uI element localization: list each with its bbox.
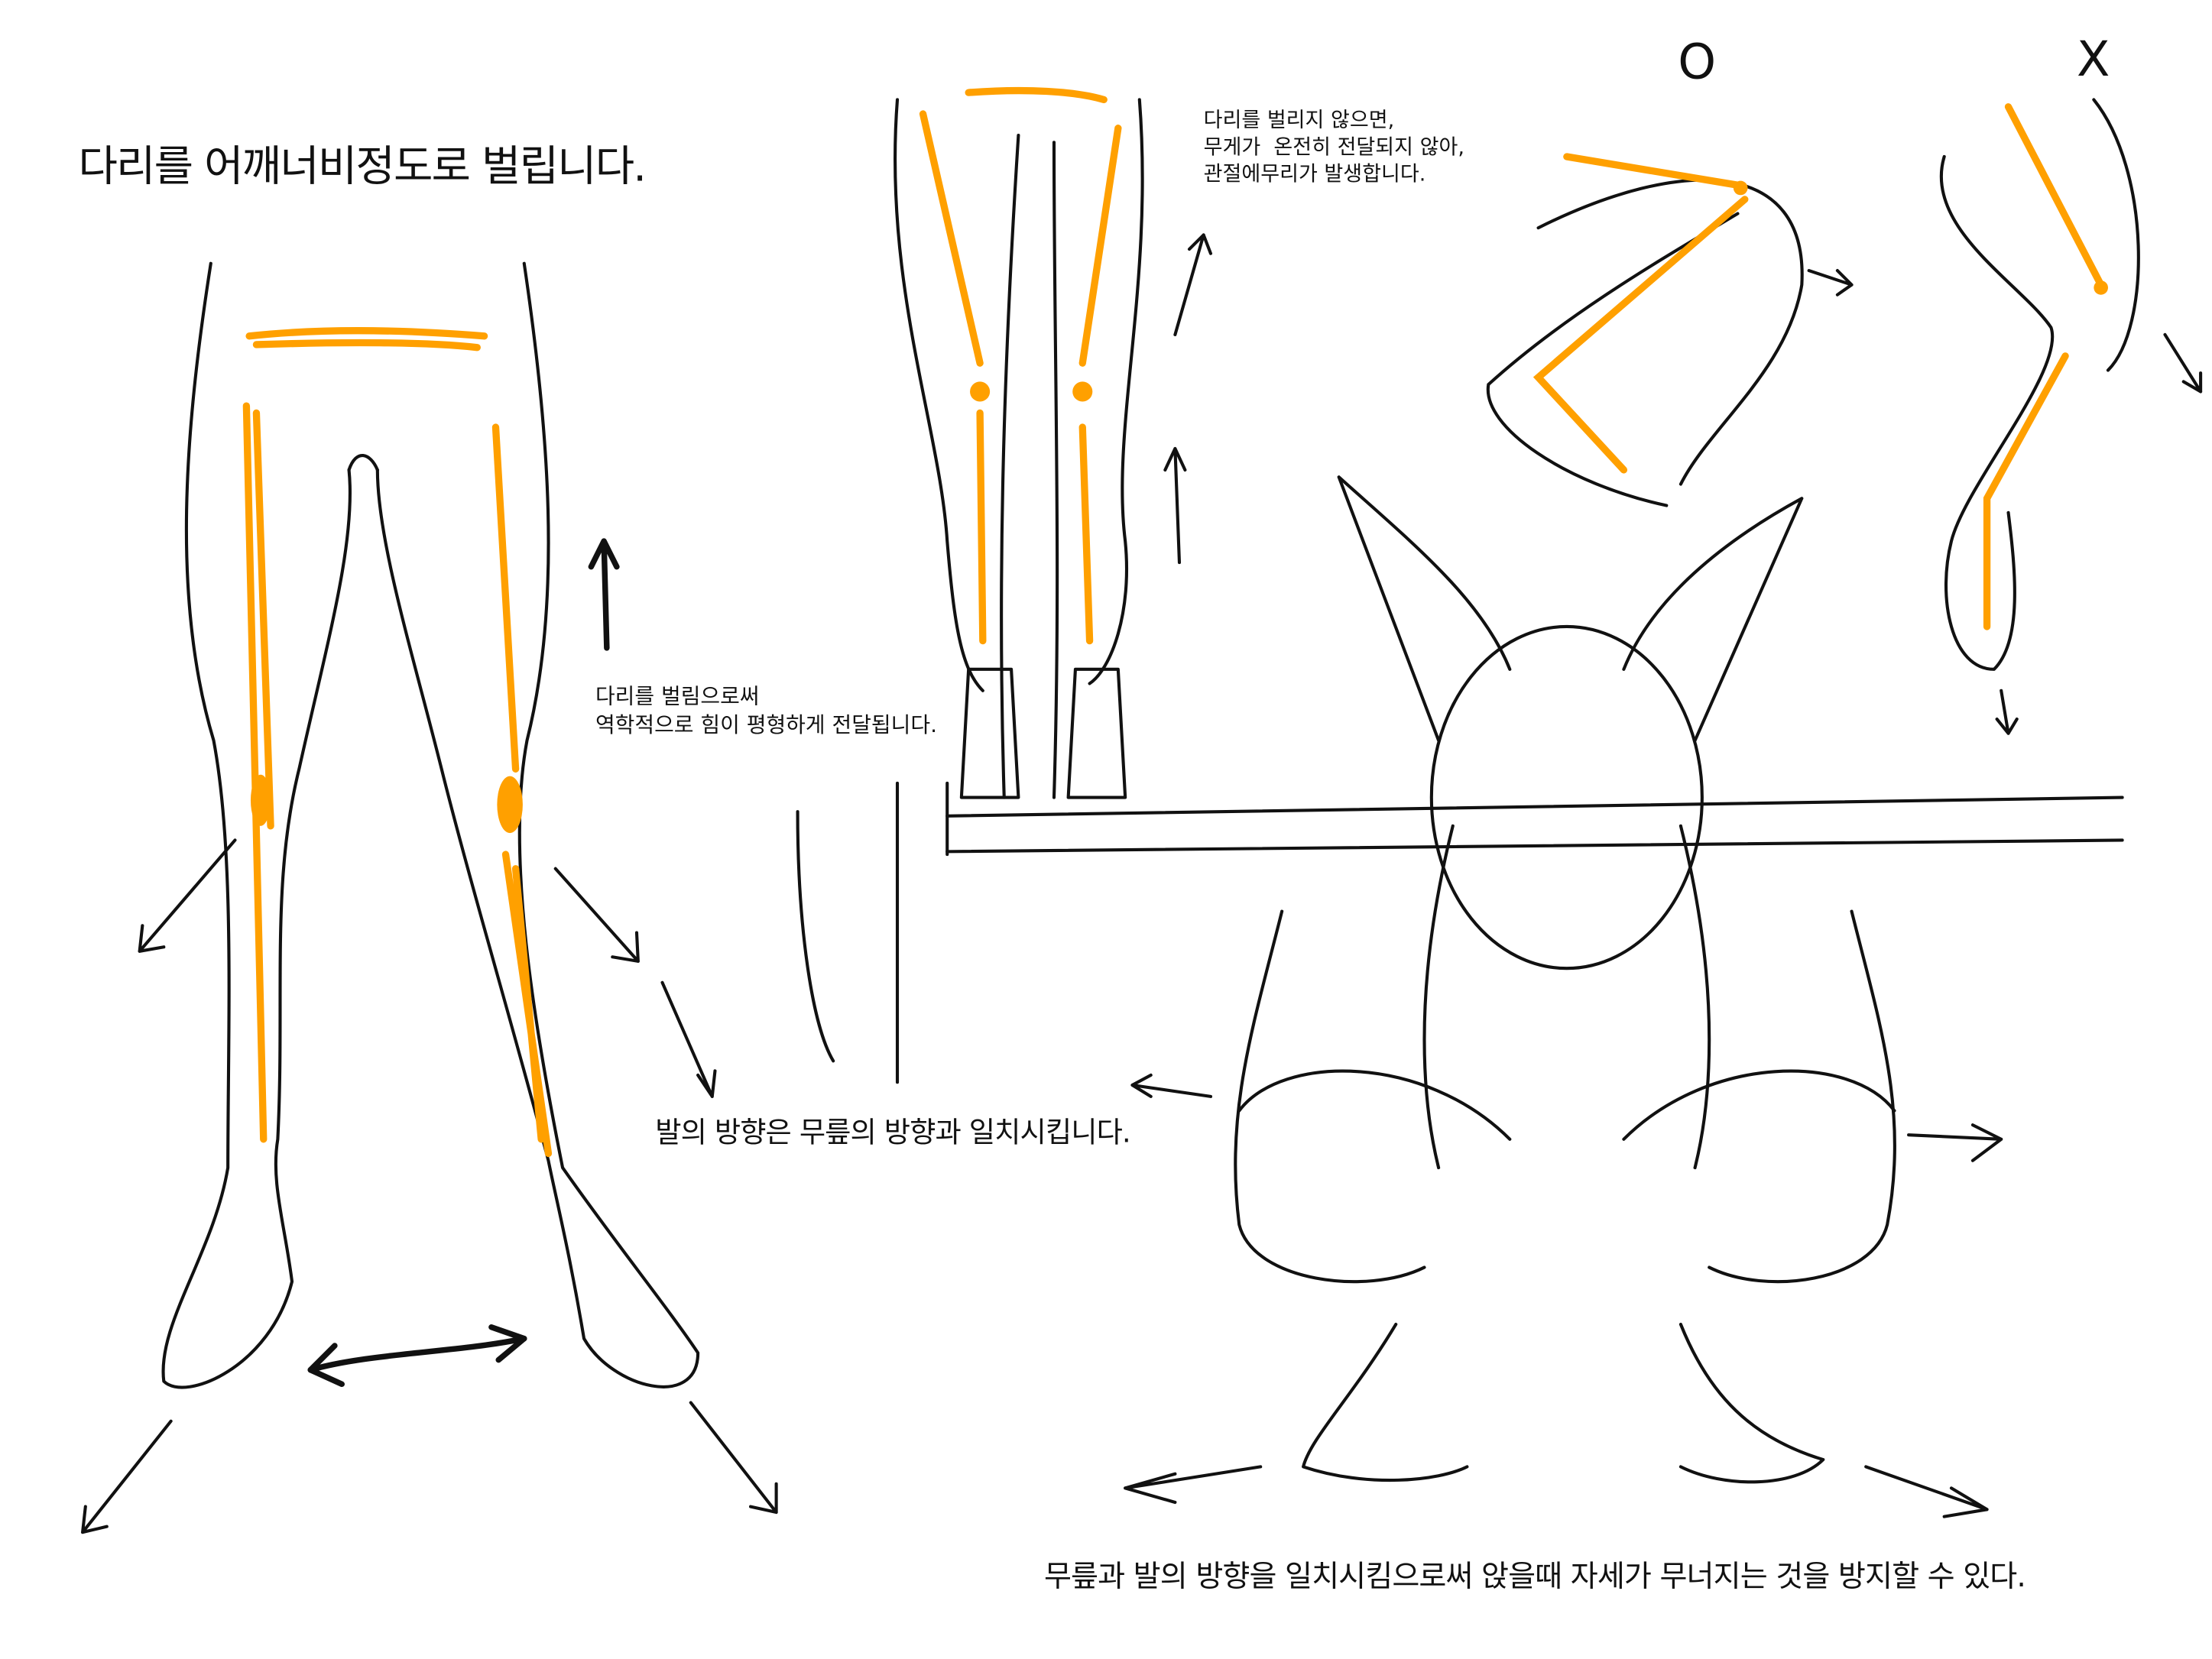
note-line: 역학적으로 힘이 평형하게 전달됩니다. (595, 711, 937, 737)
no-spread-note: 다리를 벌리지 않으면, 무게가 온전히 전달되지 않아, 관절에무리가 발생합니다… (1204, 109, 1464, 189)
wrong-knee-drawing (1939, 98, 2203, 735)
main-title: 다리를 어깨너비정도로 벌립니다. (78, 142, 647, 193)
note-line: 무게가 온전히 전달되지 않아, (1203, 136, 1464, 160)
foot-direction-note: 발의 방향은 무릎의 방향과 일치시킵니다. (655, 1115, 1131, 1149)
wrong-mark: X (2076, 31, 2110, 89)
back-legs-drawing (893, 86, 1213, 799)
squat-note: 무릎과 발의 방향을 일치시킴으로써 앉을때 자세가 무너지는 것을 방지할 수… (1043, 1559, 2026, 1594)
note-line: 다리를 벌리지 않으면, (1203, 109, 1395, 133)
front-legs-drawing (81, 261, 778, 1534)
note-line: 다리를 벌림으로써 (595, 683, 760, 710)
correct-knee-drawing (1486, 153, 1854, 507)
note-line: 관절에무리가 발생합니다. (1203, 163, 1426, 186)
correct-mark: O (1678, 34, 1717, 92)
squat-figure-drawing (796, 475, 2124, 1518)
